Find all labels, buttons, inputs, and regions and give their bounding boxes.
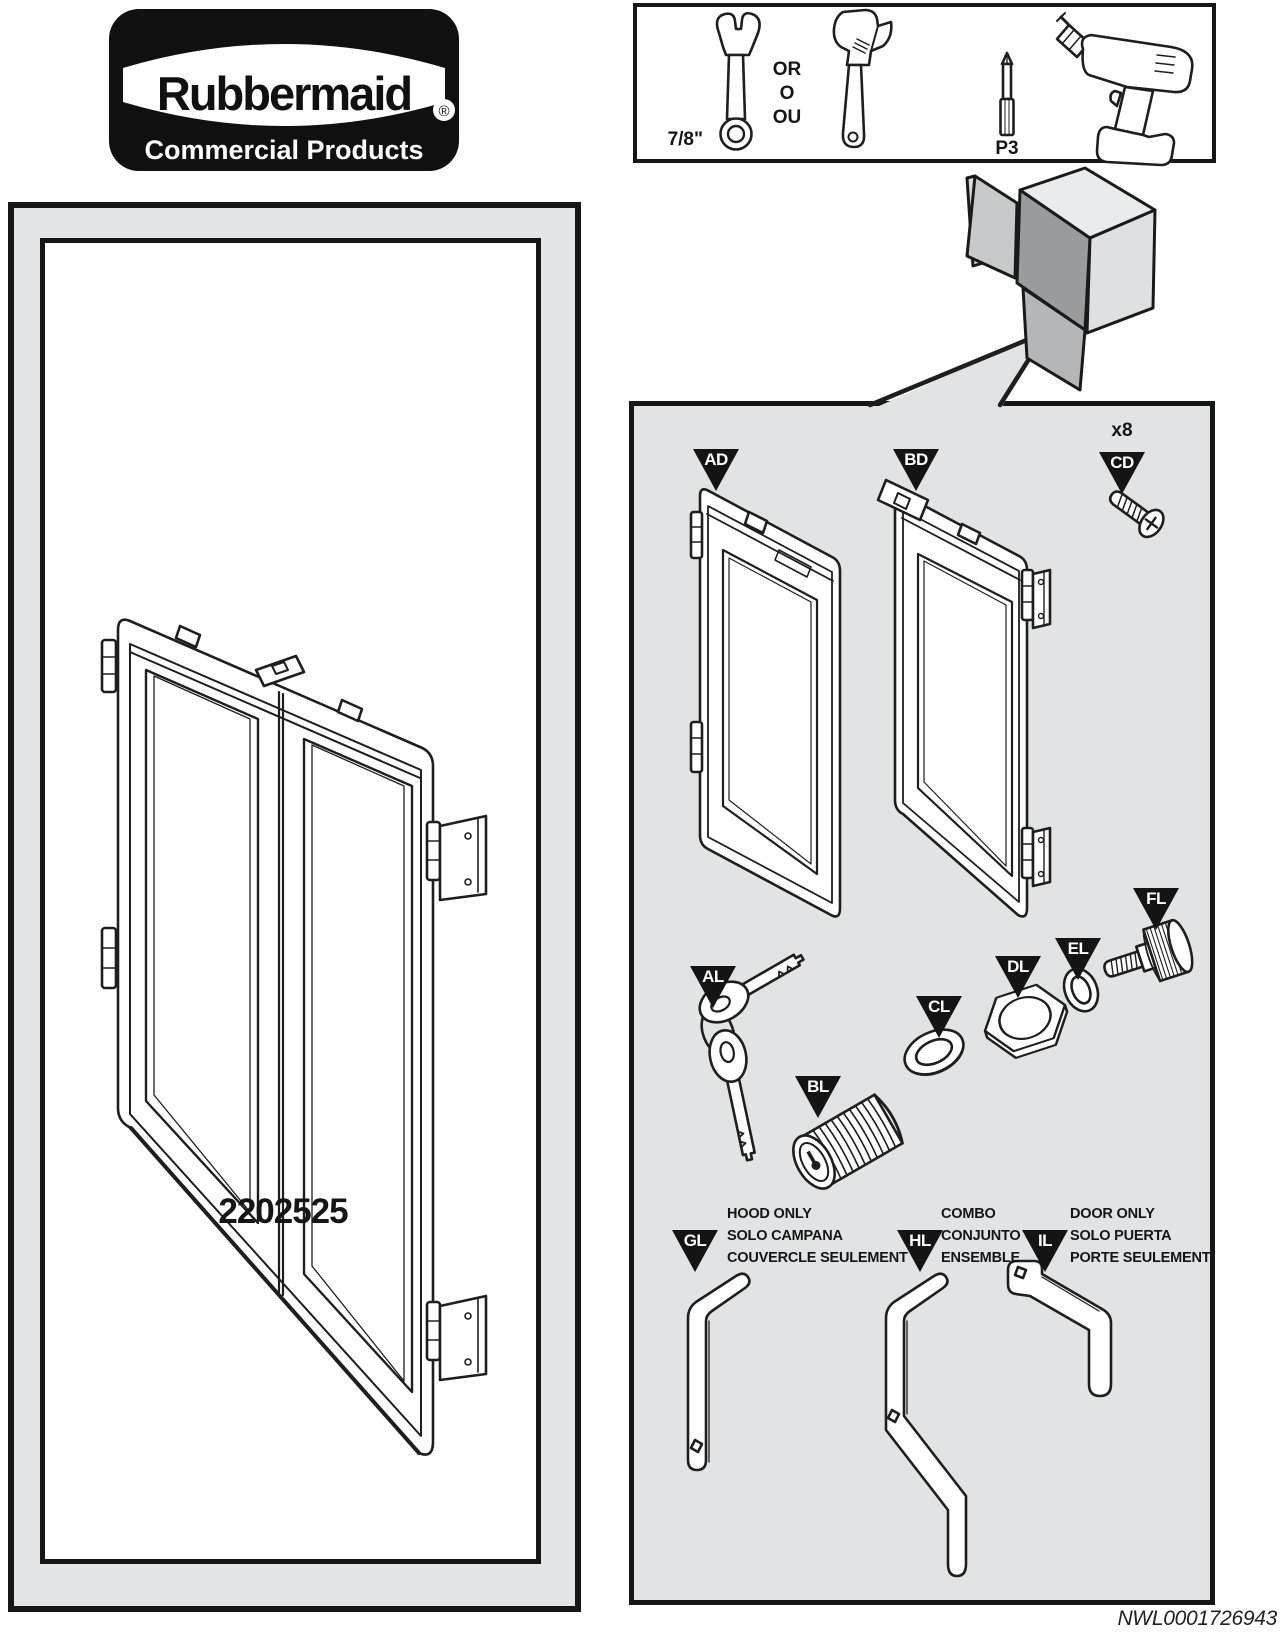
logo-brand-text: Rubbermaid (157, 67, 411, 120)
door-top-latch-icons (174, 624, 364, 723)
cd-quantity: x8 (1111, 420, 1133, 441)
product-frame-panel (8, 202, 581, 1612)
tag-el: EL (1055, 938, 1101, 980)
rubbermaid-logo: Rubbermaid ® Commercial Products (109, 9, 459, 171)
tag-bd-label: BD (904, 450, 928, 469)
legend-door-line-es: SOLO PUERTA (1070, 1228, 1172, 1244)
legend-combo-line-es: CONJUNTO (941, 1228, 1021, 1244)
il-latch-arm-illustration (1006, 1259, 1113, 1398)
cl-ring-illustration (903, 1028, 965, 1077)
tag-bl-label: BL (807, 1077, 829, 1096)
dl-hex-nut-illustration (983, 983, 1069, 1059)
tag-gl: GL (672, 1230, 718, 1272)
legend-hood-line-es: SOLO CAMPANA (727, 1228, 843, 1244)
tag-cd-label: CD (1110, 453, 1134, 472)
cd-screw-illustration (1108, 490, 1165, 539)
tag-cl-label: CL (928, 997, 950, 1016)
tag-hl-label: HL (909, 1231, 931, 1250)
legend-door-line-en: DOOR ONLY (1070, 1206, 1155, 1222)
tag-al: AL (690, 966, 736, 1008)
tag-hl: HL (897, 1230, 943, 1272)
registered-mark-bg (433, 99, 455, 121)
logo-subtitle-text: Commercial Products (144, 135, 423, 165)
phillips-bit-icon (999, 51, 1015, 137)
legend-door-line-fr: PORTE SEULEMENT (1070, 1250, 1211, 1266)
tag-al-label: AL (702, 967, 724, 986)
hl-latch-rod-illustration (884, 1272, 968, 1578)
al-keys-illustration (698, 953, 805, 1162)
open-box-icon (867, 166, 1157, 410)
door-bracket-right-icons (425, 814, 488, 1382)
logo-band (123, 44, 445, 126)
tag-fl-label: FL (1146, 889, 1166, 908)
ad-door-illustration (689, 488, 842, 918)
or-english: OR (773, 59, 802, 80)
tag-ad-label: AD (704, 450, 728, 469)
bd-door-illustration (876, 478, 1052, 918)
wrench-size-label: 7/8" (668, 129, 703, 150)
fl-knob-illustration (1103, 918, 1194, 983)
tag-bl: BL (795, 1076, 841, 1118)
legend-hood-line-en: HOOD ONLY (727, 1206, 812, 1222)
or-spanish: O (780, 83, 795, 104)
bl-lock-cylinder-illustration (792, 1093, 904, 1190)
wrench-icon (715, 11, 761, 151)
legend-hood-line-fr: COUVERCLE SEULEMENT (727, 1250, 908, 1266)
legend-combo-line-fr: ENSEMBLE (941, 1250, 1020, 1266)
tag-il-label: IL (1037, 1231, 1053, 1250)
tag-el-label: EL (1067, 939, 1089, 958)
gl-latch-rod-illustration (686, 1272, 751, 1472)
legend-combo: COMBO CONJUNTO ENSEMBLE (941, 1203, 1021, 1269)
assembled-door-illustration (100, 618, 488, 1456)
door-hinge-left-icons (100, 638, 118, 990)
tag-dl-label: DL (1007, 957, 1029, 976)
bit-size-label: P3 (995, 138, 1018, 159)
or-french: OU (773, 107, 802, 128)
document-code: NWL0001726943 (1117, 1607, 1277, 1630)
tools-illustration: 7/8" OR O OU P3 (668, 8, 1194, 167)
product-part-number: 2202525 (218, 1192, 348, 1231)
drill-icon (1055, 12, 1194, 167)
legend-door-only: DOOR ONLY SOLO PUERTA PORTE SEULEMENT (1070, 1203, 1211, 1269)
tag-fl: FL (1133, 888, 1179, 930)
required-tools-box: 7/8" OR O OU P3 (633, 3, 1216, 167)
registered-mark: ® (438, 103, 449, 120)
tag-cl: CL (916, 996, 962, 1038)
adjustable-wrench-icon (832, 8, 893, 149)
tag-dl: DL (995, 956, 1041, 998)
tag-gl-label: GL (683, 1231, 707, 1250)
tag-bd: BD (893, 449, 939, 491)
tag-ad: AD (693, 449, 739, 491)
legend-combo-line-en: COMBO (941, 1206, 996, 1222)
legend-hood-only: HOOD ONLY SOLO CAMPANA COUVERCLE SEULEME… (727, 1203, 908, 1269)
tag-il: IL (1022, 1230, 1068, 1272)
tag-cd: CD (1099, 452, 1145, 494)
